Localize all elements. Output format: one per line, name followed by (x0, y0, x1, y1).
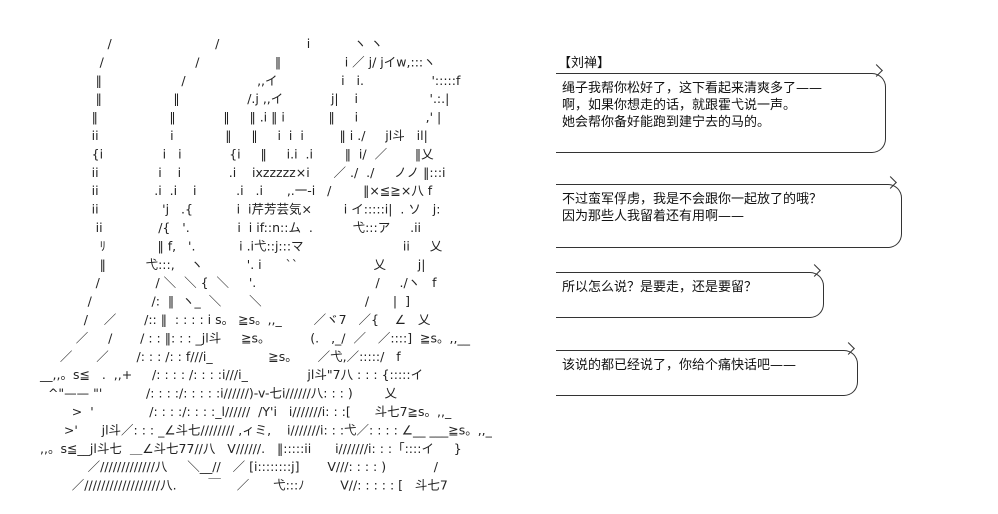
art-line: ﾘ ‖ f, '. i .i弋::j:::マ ii 乂 (40, 238, 443, 253)
speech-bubble-3: 所以怎么说？是要走，还是要留？ (556, 272, 824, 318)
art-line: / / ＼ ＼ { ＼ '. / ./ヽ f (40, 275, 437, 290)
art-line: > ' /: : : :/: : : :_l////// /Y'i i/////… (40, 404, 452, 419)
art-line: / /: ‖ ヽ_ ＼ ＼ / | ] (40, 294, 410, 309)
art-line: ,,。s≦__jl斗七 ＿∠斗七77//八 V//////. ‖:::::ii … (40, 441, 462, 456)
speech-bubble-4: 该说的都已经说了，你给个痛快话吧—— (556, 350, 858, 396)
art-line: __,,。s≦ . ,,+ /: : : : /: : : :i///i_ jl… (39, 367, 423, 382)
bubble-4-line-1: 该说的都已经说了，你给个痛快话吧—— (562, 358, 797, 373)
speaker-name: 【刘禅】 (558, 56, 611, 71)
art-line: / ／ /:: ‖ : : : : i s。 ≧s。,,_ ／ヾ7 ／{ ∠ 乂 (40, 312, 431, 327)
art-line: ／/////////////八 ＼__// ／ [i::::::::j] V//… (40, 459, 439, 474)
speech-bubble-1: 绳子我帮你松好了，这下看起来清爽多了—— 啊，如果你想走的话，就跟霍弋说一声。 … (556, 73, 886, 153)
bubble-2-line-1: 不过蛮军俘虏，我是不会跟你一起放了的哦？ (562, 192, 823, 207)
art-line: ^"—— "' /: : : :/: : : : :i//////)-v-七i/… (40, 386, 398, 401)
art-line: ii /{ '. i i if::n::ム . 弋:::ア .ii (40, 220, 421, 235)
art-line: >' jl斗／: : : _∠斗七//////// ,ィミ, i///////i… (40, 422, 493, 437)
art-line: ／ ／ /: : : /: : f///i_ ≧s。 ／弋,／:::::/ f (40, 349, 401, 364)
bubble-1-line-1: 绳子我帮你松好了，这下看起来清爽多了—— (562, 81, 823, 96)
art-line: ‖ ‖ /.j ,,イ j| i '.:.| (40, 91, 449, 106)
art-line: ／//////////////////八. ￣ ／ 弋:::ﾉ V//: : :… (40, 478, 448, 493)
art-line: {i i i {i ‖ i.i .i ‖ i/ ／ ‖乂 (40, 146, 434, 161)
art-line: ii .i .i i .i .i ,.一-i / ‖×≦≧×八 f (40, 183, 433, 198)
art-line: ‖ / ,,イ i i. ':::::f (40, 73, 461, 88)
art-line: / / i ヽ ヽ (40, 36, 383, 51)
bubble-1-line-3: 她会帮你备好能跑到建宁去的马的。 (562, 115, 771, 130)
bubble-3-line-1: 所以怎么说？是要走，还是要留？ (562, 280, 758, 295)
art-line: / / ‖ i ／ j/ jイw,:::ヽ (40, 54, 436, 69)
bubble-1-line-2: 啊，如果你想走的话，就跟霍弋说一声。 (562, 98, 797, 113)
art-line: ii i ‖ ‖ i i i ‖ i ./ jl斗 il| (40, 128, 428, 143)
art-line: ii i i .i ixzzzzz×i ／ ./ ./ ノノ ‖:::i (40, 165, 446, 180)
speech-bubble-2: 不过蛮军俘虏，我是不会跟你一起放了的哦？ 因为那些人我留着还有用啊—— (556, 184, 902, 248)
art-line: ‖ ‖ ‖ ‖ .i ‖ i ‖ i ,' | (40, 110, 441, 125)
art-line: ／ / / : : ‖: : : _jl斗 ≧s。 (. ,_/ ／ ／::::… (40, 330, 471, 345)
art-line: ‖ 弋:::, ヽ '. i `` 乂 j| (40, 257, 425, 272)
art-line: ii 'j .{ i i芹芳芸気× i イ:::::i| . ソ j: (40, 202, 440, 217)
bubble-2-line-2: 因为那些人我留着还有用啊—— (562, 209, 745, 224)
